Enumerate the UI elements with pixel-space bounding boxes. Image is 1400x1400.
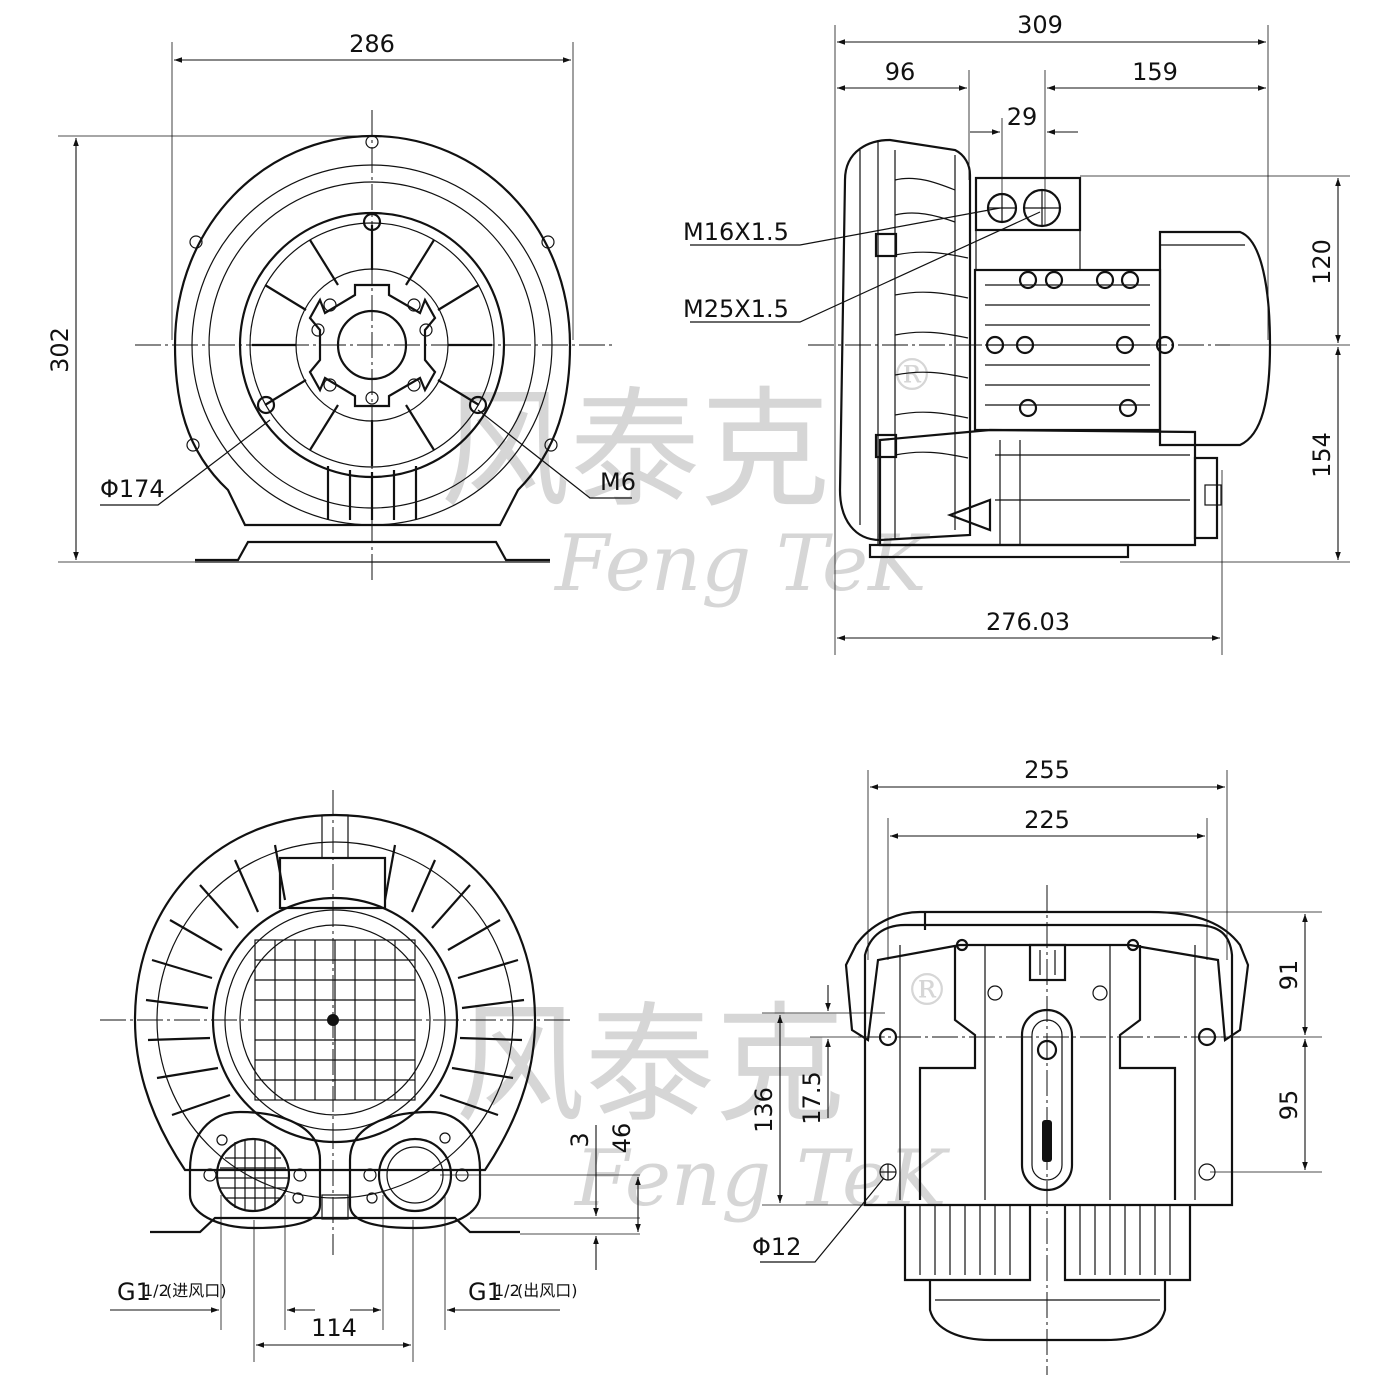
side-view: 309 96 159 29 120 154 276.03 [683,11,1350,655]
rear-view: 3 46 G1 1/2 (进风口) G1 1/2 (出风口) 114 [100,790,641,1362]
inlet-label: (进风口) [166,1281,227,1300]
inlet-size: G1 [117,1278,151,1306]
dim-flange-diameter: Φ174 [100,475,165,503]
dim-91: 91 [1275,960,1303,991]
watermark-registered: ® [890,350,934,401]
dim-120: 120 [1308,239,1336,285]
dim-159: 159 [1132,58,1178,86]
rear-outer-grille [145,844,525,1117]
dim-17-5: 17.5 [798,1071,826,1124]
bottom-view: 255 225 91 95 136 17.5 [750,756,1322,1375]
label-m25: M25X1.5 [683,295,789,323]
watermark-brand-en: Feng TeK [553,519,931,609]
watermark-bottom: 风泰克 ® Feng TeK [455,965,951,1224]
watermark-brand-cn: 风泰克 [440,374,830,526]
dim-46: 46 [608,1123,636,1154]
dim-bolt-m6: M6 [600,468,636,496]
side-housing-ribs [894,177,969,459]
watermark-registered-2: ® [905,965,949,1016]
front-view: 286 302 [46,30,636,580]
dim-hole-12: Φ12 [752,1233,801,1261]
label-m16: M16X1.5 [683,218,789,246]
dim-width-286: 286 [349,30,395,58]
dim-154: 154 [1308,432,1336,478]
dim-height-302: 302 [46,327,74,373]
dim-overall-309: 309 [1017,11,1063,39]
dim-276: 276.03 [986,608,1070,636]
outlet-fraction: 1/2 [494,1281,520,1300]
inlet-fraction: 1/2 [143,1281,169,1300]
dim-255: 255 [1024,756,1070,784]
bottom-motor-fins [919,1205,1171,1275]
outlet-size: G1 [468,1278,502,1306]
outlet-label: (出风口) [517,1281,578,1300]
dim-96: 96 [885,58,916,86]
inlet-mesh [218,1140,288,1210]
dim-136: 136 [750,1087,778,1133]
dim-3: 3 [566,1132,594,1147]
dim-114: 114 [311,1314,357,1342]
watermark-top: 风泰克 ® Feng TeK [440,350,934,609]
dim-29: 29 [1007,103,1038,131]
dim-225: 225 [1024,806,1070,834]
dim-95: 95 [1275,1090,1303,1121]
